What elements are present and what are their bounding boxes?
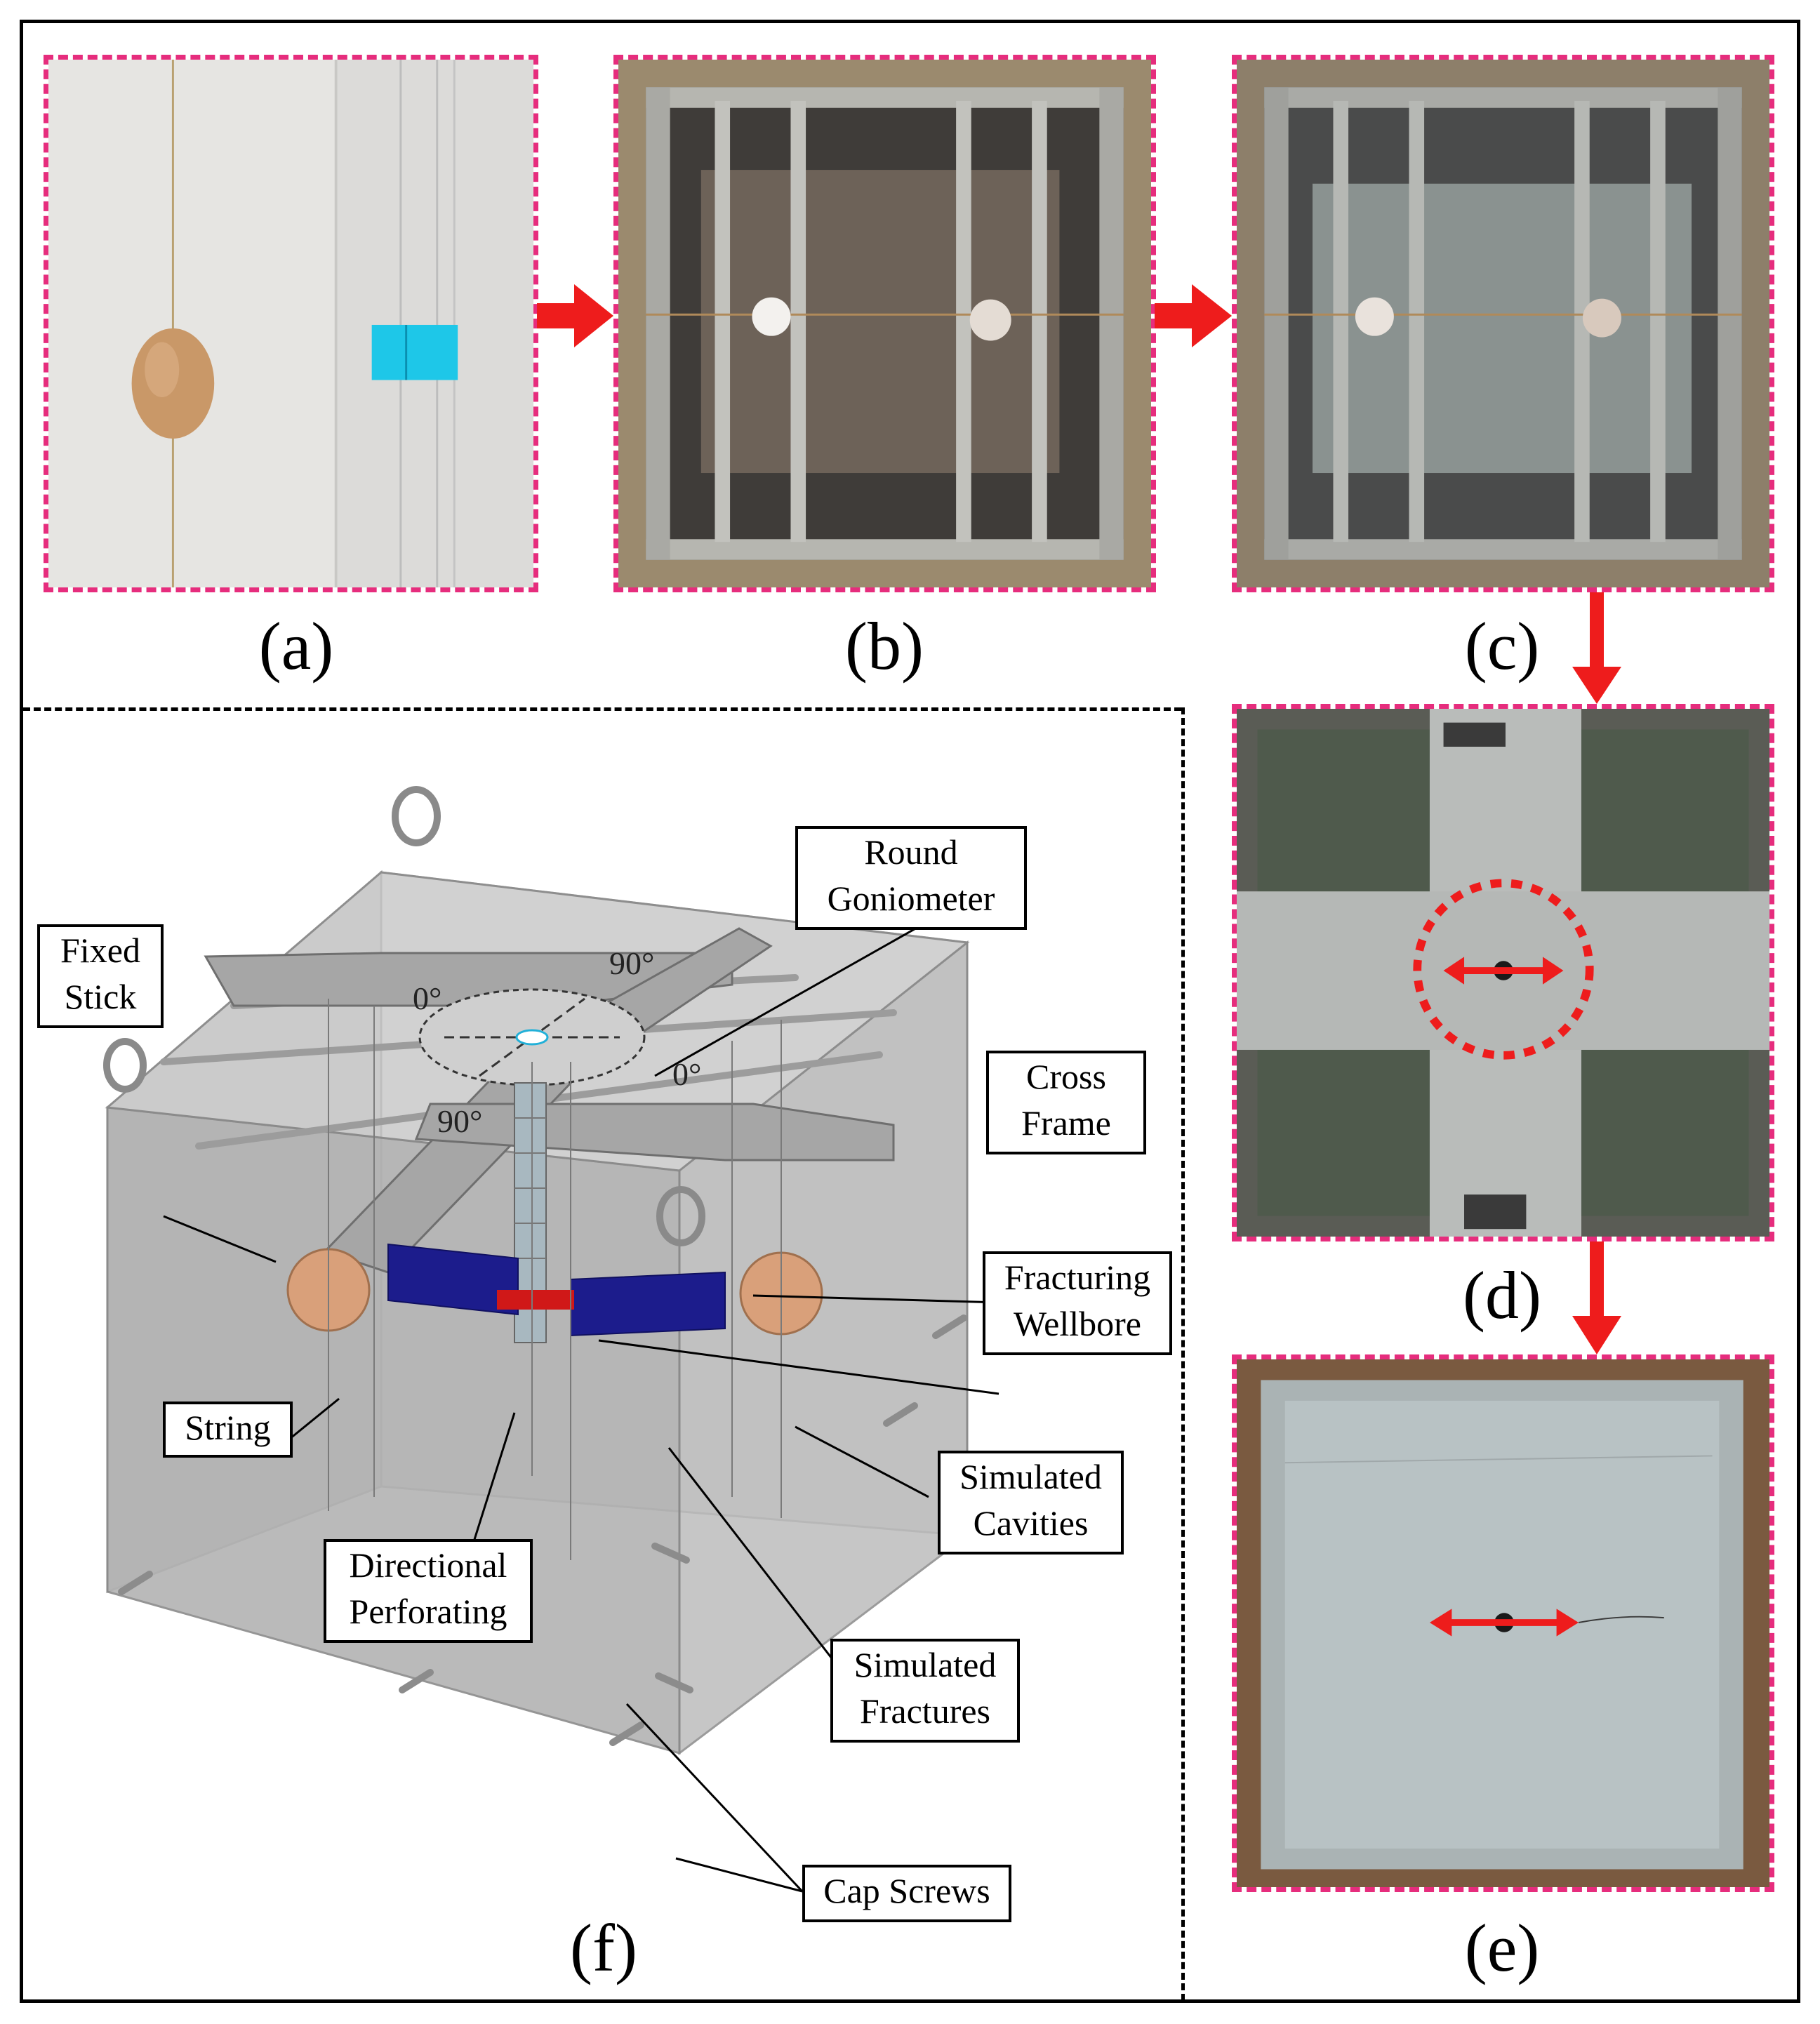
- photo-c-filled-mold: [1232, 55, 1774, 592]
- callout-simulated-cavities: Simulated Cavities: [938, 1451, 1124, 1554]
- directional-perforating: [497, 1290, 574, 1310]
- strings: [328, 999, 782, 1560]
- photo-a-suspended-cavity: [44, 55, 538, 592]
- photo-b-mold-with-cavities: [613, 55, 1156, 592]
- callout-string: String: [163, 1402, 293, 1458]
- angle-label-right: 0°: [672, 1056, 701, 1092]
- panel-label-e: (e): [1464, 1910, 1540, 1985]
- panel-label-a: (a): [258, 608, 334, 684]
- cap-screws: [118, 1314, 967, 1746]
- callout-cross-frame: Cross Frame: [986, 1051, 1146, 1154]
- angle-label-left: 0°: [413, 980, 441, 1016]
- arrow-d-to-e: [1572, 1241, 1621, 1354]
- panel-label-b: (b): [845, 608, 924, 684]
- figure-frame: [20, 20, 1800, 2003]
- separator-horizontal: [23, 707, 1181, 711]
- callout-cap-screws: Cap Screws: [802, 1865, 1011, 1922]
- callout-simulated-fractures: Simulated Fractures: [830, 1639, 1020, 1743]
- arrow-c-to-d: [1572, 592, 1621, 704]
- photo-d-sample-cross-frame: [1232, 704, 1774, 1241]
- panel-label-f: (f): [570, 1910, 637, 1985]
- apparatus-schematic: 90° 0° 0° 90°: [103, 786, 999, 1893]
- simulated-fracture-left: [387, 1243, 519, 1316]
- round-goniometer: [418, 988, 646, 1086]
- panel-label-d: (d): [1463, 1258, 1541, 1333]
- callout-fixed-stick: Fixed Stick: [37, 924, 164, 1028]
- angle-label-top: 90°: [609, 945, 654, 981]
- panel-label-c: (c): [1464, 608, 1540, 684]
- photo-e-fractured-sample: [1232, 1354, 1774, 1892]
- callout-fracturing-wellbore: Fracturing Wellbore: [983, 1251, 1172, 1355]
- arrow-a-to-b: [537, 284, 613, 347]
- simulated-fracture-right: [570, 1271, 726, 1337]
- arrow-b-to-c: [1155, 284, 1232, 347]
- callout-directional-perforating: Directional Perforating: [324, 1539, 533, 1643]
- callout-round-goniometer: Round Goniometer: [795, 826, 1027, 930]
- angle-label-bottom: 90°: [437, 1103, 482, 1139]
- separator-vertical: [1181, 707, 1185, 2001]
